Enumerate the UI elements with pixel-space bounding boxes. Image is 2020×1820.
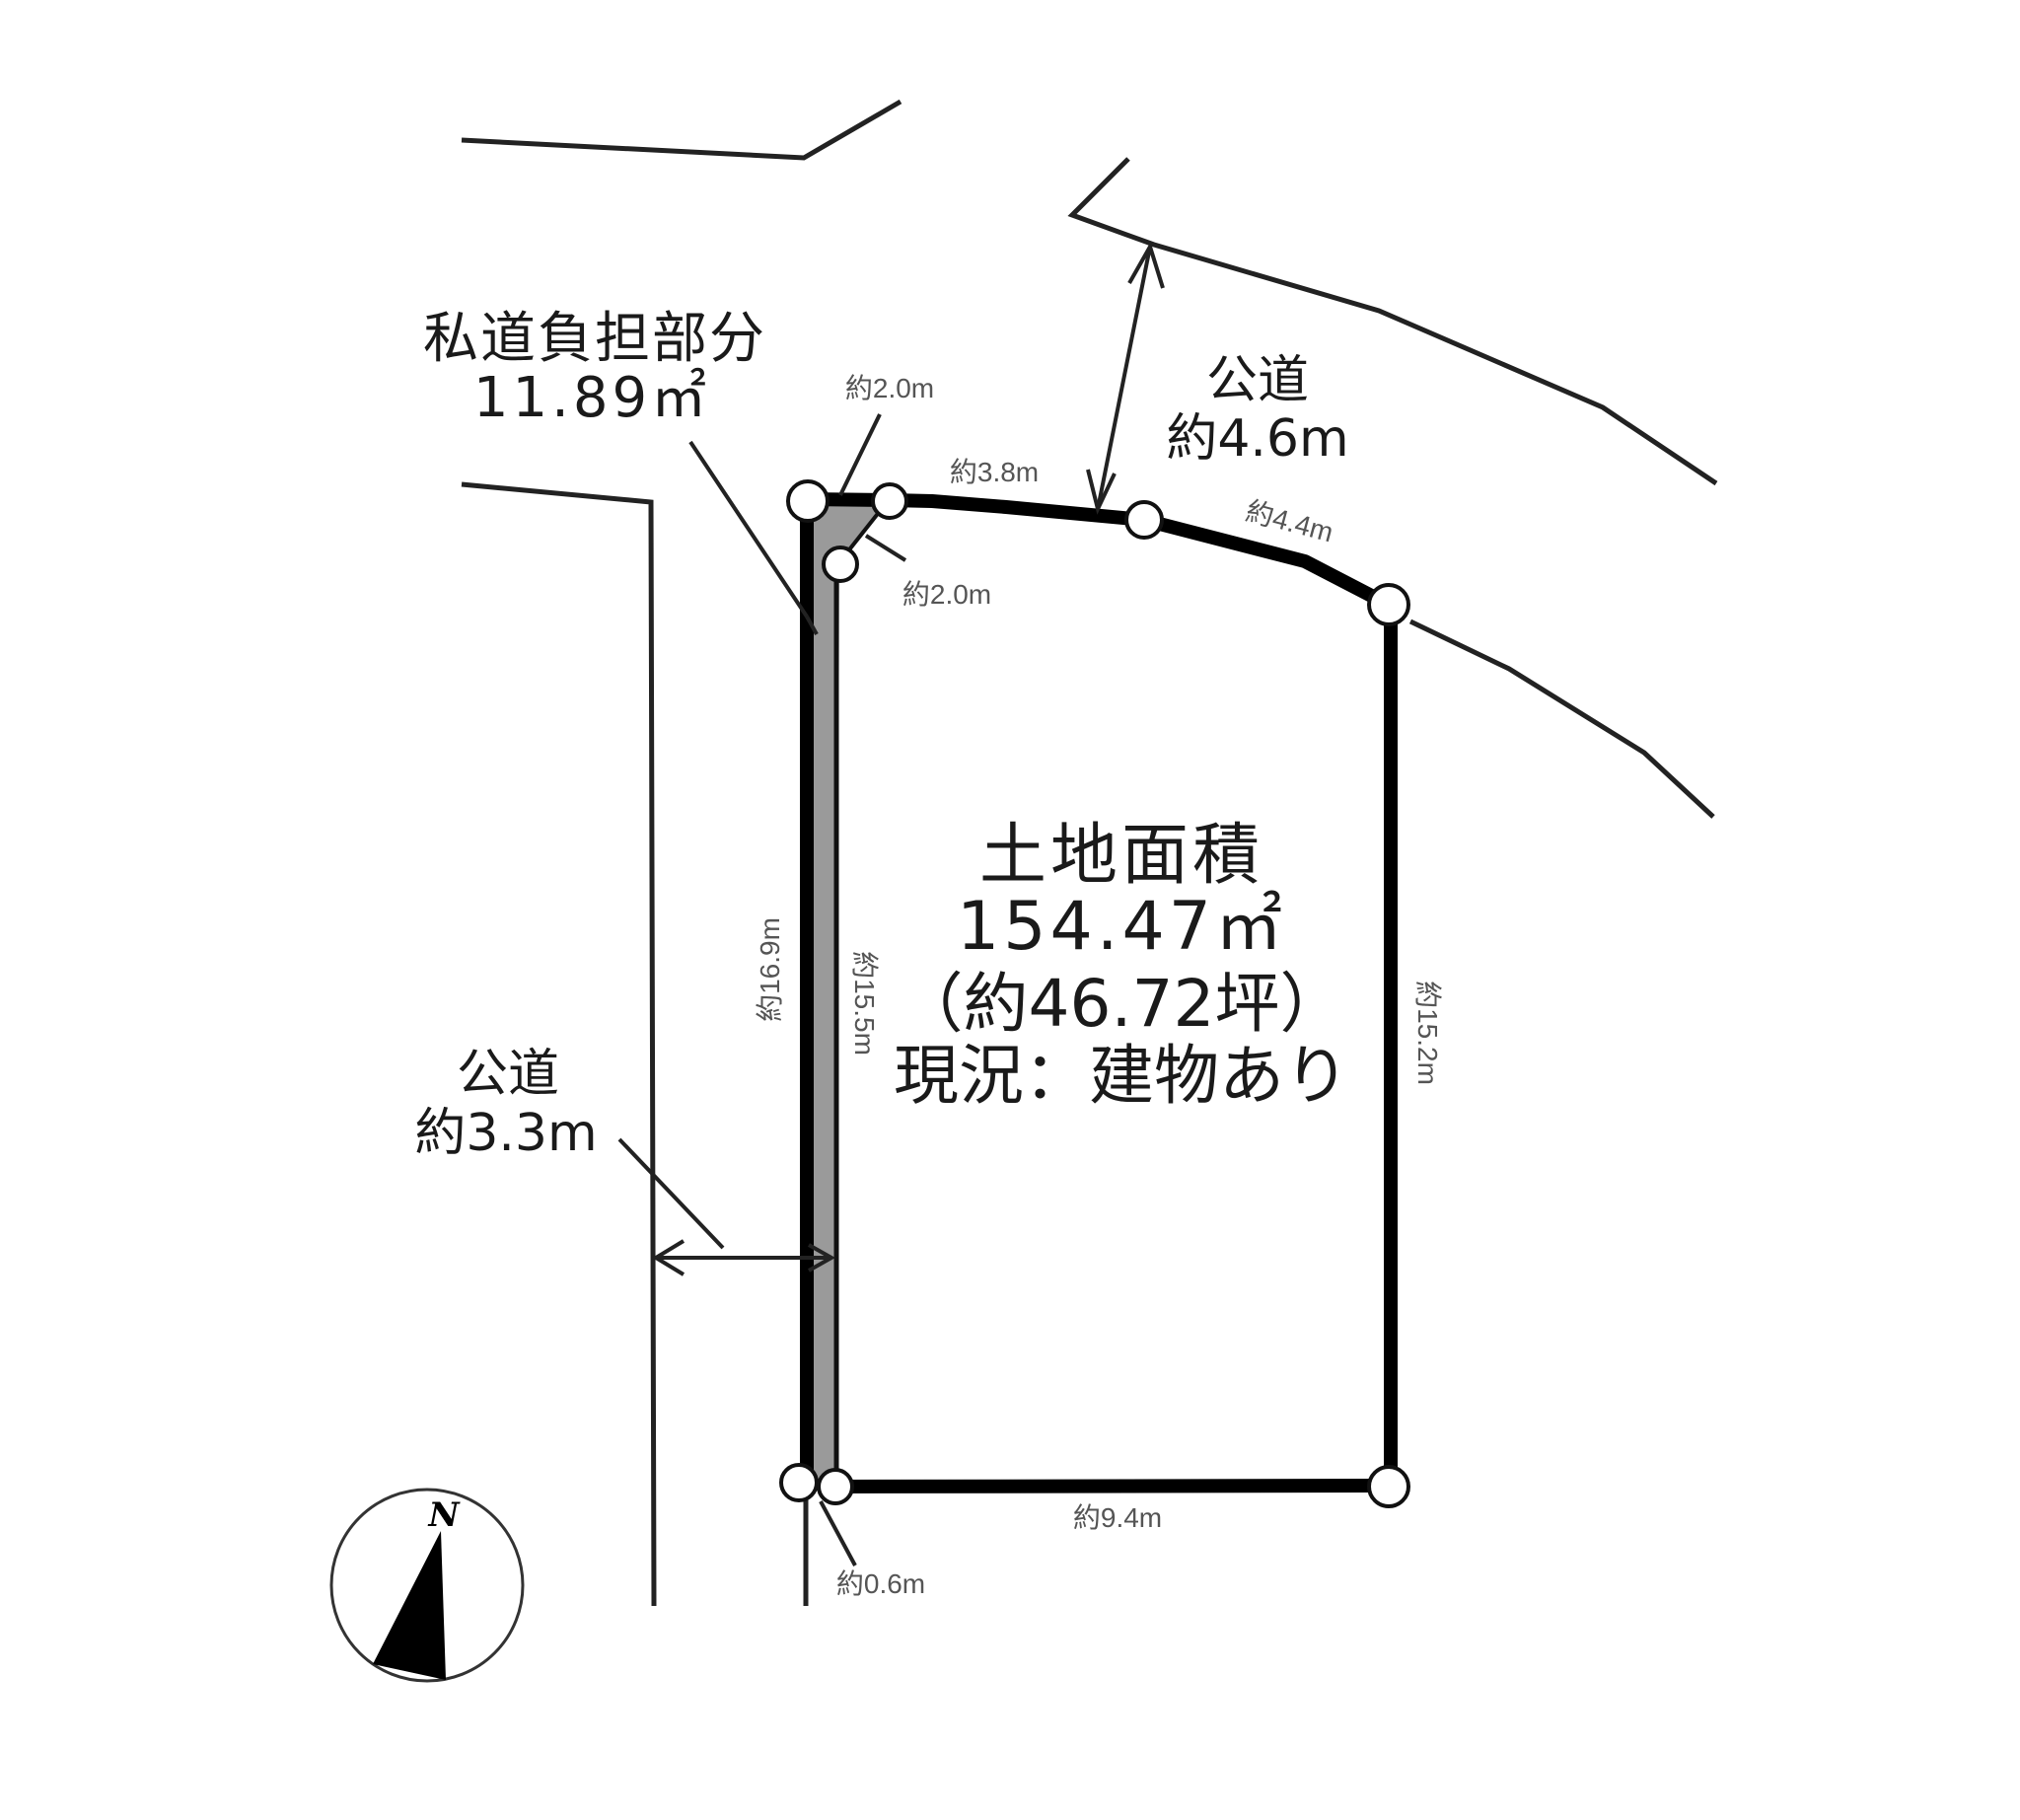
west-road-leader — [617, 1137, 725, 1250]
corner-markers — [779, 479, 1410, 1508]
north-east-road-width-arrow — [1096, 246, 1152, 510]
dim-top-corner-short: 約2.0m — [845, 373, 934, 403]
dimension-labels: 約2.0m 約3.8m 約2.0m 約4.4m 約16.9m 約15.5m 約1… — [755, 373, 1443, 1599]
private-road-share-label: 私道負担部分 11.89㎡ — [423, 307, 766, 430]
dim-west-inner: 約15.5m — [849, 951, 880, 1056]
corner-marker — [779, 1463, 819, 1502]
corner-marker — [817, 1468, 854, 1505]
private-road-share-area — [807, 498, 888, 1485]
dim-top-edge: 約3.8m — [950, 457, 1039, 487]
compass-north-label: N — [427, 1495, 461, 1535]
road-edges — [461, 99, 1718, 1607]
private-road-share-area: 11.89㎡ — [473, 366, 710, 430]
road-edge-west — [461, 481, 657, 1607]
corner-marker — [1367, 583, 1410, 626]
north-east-road-label: 公道 約4.6m — [1166, 351, 1348, 469]
corner-marker — [1367, 1465, 1410, 1508]
north-east-road-width: 約4.6m — [1166, 409, 1348, 469]
dim-corner-cut: 約2.0m — [902, 579, 991, 610]
road-edge-north-east-inner — [1408, 619, 1715, 819]
south-boundary — [835, 1479, 1392, 1493]
private-road-leader — [688, 440, 809, 619]
lot-area-tsubo: （約46.72坪） — [899, 966, 1345, 1042]
dim-south-offset: 約0.6m — [836, 1568, 925, 1599]
corner-cut-leader — [864, 534, 907, 562]
dim-top-right-edge: 約4.4m — [1243, 495, 1336, 547]
corner-marker — [786, 479, 830, 523]
arrowhead-up-icon — [1127, 241, 1165, 289]
lot-status: 現況：建物あり — [894, 1038, 1349, 1114]
private-road-share-title: 私道負担部分 — [423, 307, 766, 371]
west-road-width: 約3.3m — [414, 1104, 597, 1163]
arrowhead-right-icon — [808, 1243, 836, 1273]
west-road-label: 公道 約3.3m — [414, 1045, 597, 1163]
lot-area-title: 土地面積 — [979, 817, 1263, 895]
arrowhead-left-icon — [652, 1239, 685, 1276]
arrowhead-down-icon — [1086, 469, 1117, 515]
corner-marker — [822, 546, 859, 583]
private-road-leader-arrowhead — [805, 616, 819, 635]
top-corner-leader — [838, 413, 882, 496]
road-edge-top-left — [461, 99, 902, 161]
corner-marker — [1124, 500, 1164, 540]
lot-area-value: 154.47㎡ — [957, 888, 1286, 966]
dim-west-outer: 約16.9m — [755, 917, 785, 1022]
dim-south-edge: 約9.4m — [1073, 1502, 1162, 1533]
leader-lines — [617, 241, 1165, 1566]
corner-marker — [871, 482, 908, 520]
compass-needle — [373, 1531, 446, 1680]
lot-info-label: 土地面積 154.47㎡ （約46.72坪） 現況：建物あり — [894, 817, 1349, 1114]
south-offset-leader — [819, 1500, 857, 1566]
north-east-road-name: 公道 — [1206, 351, 1309, 410]
west-road-name: 公道 — [457, 1045, 559, 1104]
road-edge-north-east-outer — [1067, 157, 1718, 486]
north-compass-icon: N — [329, 1488, 525, 1683]
dim-east-edge: 約15.2m — [1412, 981, 1443, 1085]
